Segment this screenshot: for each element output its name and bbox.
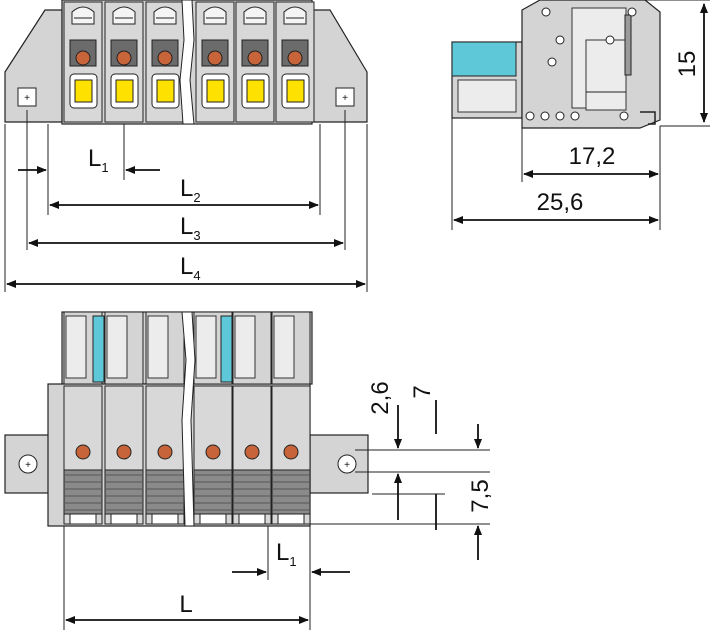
offset-7-label: 7 (409, 385, 436, 398)
side-rivet (540, 111, 550, 121)
side-rivet (555, 111, 565, 121)
bottom-marker-strip (92, 315, 105, 383)
svg-text:+: + (342, 93, 348, 104)
front-test-slot (112, 6, 136, 25)
side-contact-pin (624, 14, 632, 76)
front-poles (63, 1, 315, 123)
height-15-label: 15 (674, 51, 701, 78)
bottom-view: + + (4, 311, 369, 527)
bottom-pin-slot (234, 315, 256, 379)
pitch-label-top: L1 (88, 145, 109, 175)
front-clamp-screw (207, 50, 223, 66)
right-mount-hole (335, 87, 355, 107)
bottom-right-flange (309, 434, 369, 494)
pitch-label-bottom: L1 (276, 539, 297, 569)
height-7-5-label: 7,5 (467, 479, 494, 512)
front-release-button (156, 79, 175, 103)
front-clamp-screw (247, 50, 263, 66)
bottom-left-mount-hole (18, 454, 38, 474)
side-rivet (619, 111, 629, 121)
bottom-right-mount-hole (337, 454, 357, 474)
depth-25-6-label: 25,6 (537, 189, 584, 216)
bottom-pin-slot (65, 315, 87, 379)
bottom-pin-foot (238, 513, 266, 525)
side-rivet (547, 57, 557, 67)
left-mount-hole (17, 87, 37, 107)
front-clamp-screw (157, 50, 173, 66)
side-rivet (570, 111, 580, 121)
bottom-poles (63, 311, 311, 525)
front-release-button (115, 79, 134, 103)
front-release-button (286, 79, 305, 103)
depth-17-2-label: 17,2 (569, 143, 616, 170)
side-dimensions: 15 17,2 25,6 (451, 0, 710, 230)
bottom-pin-foot (199, 513, 227, 525)
side-rivet (605, 35, 615, 45)
svg-text:+: + (24, 93, 30, 104)
side-view (451, 0, 661, 129)
l3-label: L3 (180, 213, 201, 243)
offset-2-6-label: 2,6 (367, 381, 394, 414)
bottom-pin-foot (277, 513, 305, 525)
svg-text:+: + (25, 460, 31, 471)
svg-text:+: + (344, 460, 350, 471)
side-rivet (555, 35, 565, 45)
front-clamp-screw (75, 50, 91, 66)
front-release-button (74, 79, 93, 103)
front-test-slot (203, 6, 227, 25)
front-view: + + (4, 0, 368, 125)
bottom-grip-area (104, 469, 144, 515)
bottom-pin-foot (110, 513, 138, 525)
side-spring-slot (585, 39, 627, 111)
bottom-clamp-screw (283, 444, 299, 460)
front-clamp-screw (287, 50, 303, 66)
front-dimensions: L1 L2 L3 L4 (4, 110, 368, 292)
front-release-button (246, 79, 265, 103)
front-clamp-screw (116, 50, 132, 66)
front-test-slot (243, 6, 267, 25)
side-rivet (525, 111, 535, 121)
bottom-marker-strip (220, 315, 233, 383)
side-rivet (627, 7, 637, 17)
bottom-clamp-screw (75, 444, 91, 460)
bottom-clamp-screw (244, 444, 260, 460)
front-release-button (206, 79, 225, 103)
bottom-grip-area (193, 469, 233, 515)
bottom-pin-slot (106, 315, 128, 379)
l4-label: L4 (180, 253, 201, 283)
bottom-pin-foot (151, 513, 179, 525)
bottom-pin-slot (195, 315, 217, 379)
bottom-grip-area (232, 469, 272, 515)
bottom-pin-foot (69, 513, 97, 525)
front-test-slot (71, 6, 95, 25)
side-marker-strip (451, 41, 517, 77)
bottom-grip-area (271, 469, 311, 515)
length-l-label: L (179, 591, 192, 618)
bottom-clamp-screw (116, 444, 132, 460)
side-latch-hook (640, 111, 656, 125)
side-rivet (541, 7, 551, 17)
bottom-pin-slot (273, 315, 295, 379)
bottom-break-mark (181, 311, 196, 527)
side-lower-ledge (457, 79, 517, 113)
bottom-grip-area (63, 469, 103, 515)
bottom-clamp-screw (205, 444, 221, 460)
front-break-mark (179, 0, 195, 125)
bottom-clamp-screw (157, 444, 173, 460)
l2-label: L2 (180, 175, 201, 205)
front-test-slot (283, 6, 307, 25)
bottom-grip-area (145, 469, 185, 515)
bottom-pin-slot (147, 315, 169, 379)
front-test-slot (153, 6, 177, 25)
bottom-dimensions: 2,6 7 7,5 L1 L (63, 381, 494, 630)
